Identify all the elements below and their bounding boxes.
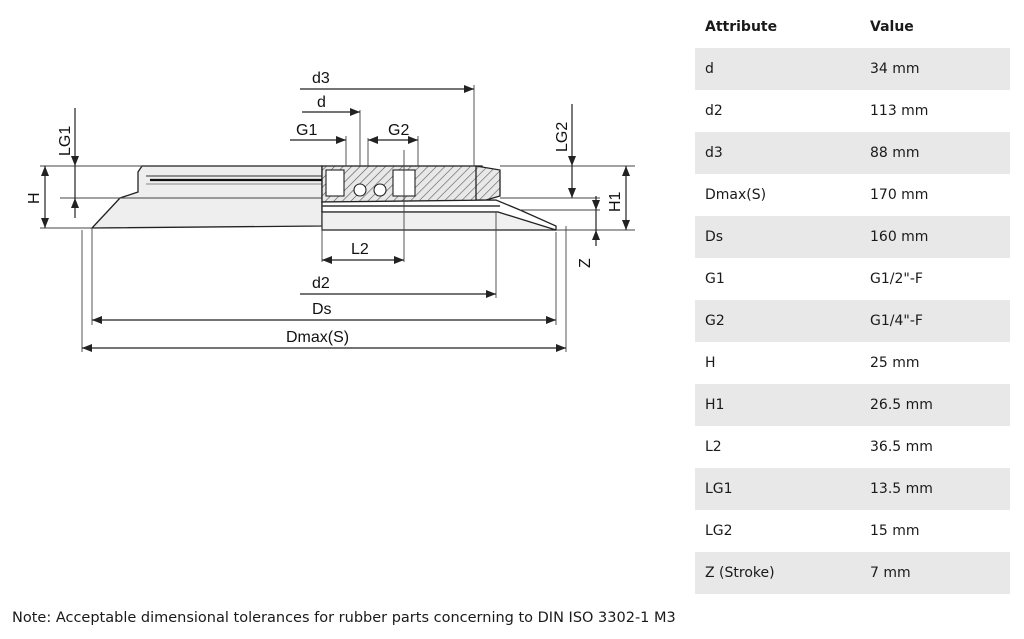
label-l2: L2 [351, 241, 369, 258]
label-d3: d3 [312, 70, 330, 87]
cell-attribute: d [695, 48, 860, 90]
cell-attribute: Dmax(S) [695, 174, 860, 216]
cup-body [90, 165, 557, 231]
suction-cup-drawing: d3 d G1 G2 LG1 H LG2 H1 Z L2 d2 Ds Dmax(… [26, 70, 635, 352]
label-z: Z [577, 258, 594, 268]
cell-value: 36.5 mm [860, 426, 1010, 468]
cell-value: 15 mm [860, 510, 1010, 552]
label-h1: H1 [607, 191, 624, 212]
cell-attribute: G1 [695, 258, 860, 300]
extension-lines [40, 85, 635, 352]
label-lg2: LG2 [554, 122, 571, 152]
cell-value: 170 mm [860, 174, 1010, 216]
cell-attribute: LG2 [695, 510, 860, 552]
label-d2: d2 [312, 275, 330, 292]
label-ds: Ds [312, 301, 332, 318]
cell-attribute: d3 [695, 132, 860, 174]
cell-value: 26.5 mm [860, 384, 1010, 426]
label-d: d [317, 94, 326, 111]
label-g2: G2 [388, 122, 409, 139]
cell-value: 113 mm [860, 90, 1010, 132]
cell-attribute: LG1 [695, 468, 860, 510]
dimension-lines [41, 85, 630, 352]
header-value: Value [860, 6, 1010, 48]
cell-attribute: Ds [695, 216, 860, 258]
cell-value: 13.5 mm [860, 468, 1010, 510]
cell-attribute: d2 [695, 90, 860, 132]
cell-value: 160 mm [860, 216, 1010, 258]
label-dmax: Dmax(S) [286, 329, 349, 346]
cell-value: 88 mm [860, 132, 1010, 174]
label-h: H [26, 192, 43, 204]
header-attribute: Attribute [695, 6, 860, 48]
tolerance-note: Note: Acceptable dimensional tolerances … [12, 610, 676, 626]
cell-value: G1/2"-F [860, 258, 1010, 300]
cell-attribute: G2 [695, 300, 860, 342]
label-lg1: LG1 [57, 126, 74, 156]
cell-value: 7 mm [860, 552, 1010, 594]
label-g1: G1 [296, 122, 317, 139]
table-row: Dmax(S)170 mm [695, 174, 1010, 216]
cell-value: 34 mm [860, 48, 1010, 90]
cell-attribute: H [695, 342, 860, 384]
table-header-row: Attribute Value [695, 6, 1010, 48]
cell-value: 25 mm [860, 342, 1010, 384]
table-row: Z (Stroke)7 mm [695, 552, 1010, 594]
cell-attribute: Z (Stroke) [695, 552, 860, 594]
cell-attribute: L2 [695, 426, 860, 468]
cell-value: G1/4"-F [860, 300, 1010, 342]
cell-attribute: H1 [695, 384, 860, 426]
